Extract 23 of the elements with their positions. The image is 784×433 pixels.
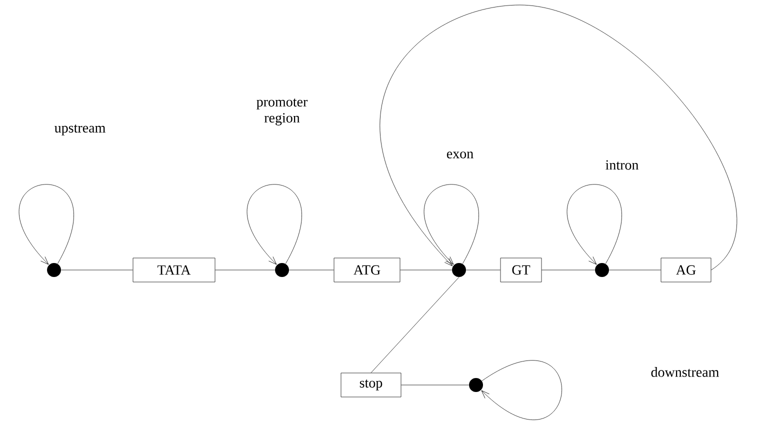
state-label: exon bbox=[446, 152, 474, 158]
loop-arrow bbox=[424, 184, 479, 265]
sequence-box: TATA bbox=[132, 258, 216, 282]
connector-line bbox=[370, 277, 460, 373]
state-dot bbox=[469, 378, 483, 392]
connector-line bbox=[401, 384, 469, 386]
state-label: promoter region bbox=[256, 98, 308, 126]
loop-arrow bbox=[380, 4, 736, 270]
state-dot bbox=[595, 263, 609, 277]
state-dot bbox=[452, 263, 466, 277]
state-dot bbox=[47, 263, 61, 277]
loop-arrow bbox=[481, 360, 562, 420]
sequence-box: stop bbox=[340, 372, 402, 398]
sequence-box: GT bbox=[500, 258, 542, 282]
state-dot bbox=[275, 263, 289, 277]
state-label: downstream bbox=[651, 367, 719, 377]
sequence-box: ATG bbox=[334, 258, 400, 282]
loop-arrow bbox=[247, 184, 302, 265]
state-label: intron bbox=[606, 160, 639, 170]
loop-arrow bbox=[19, 184, 74, 265]
sequence-box: AG bbox=[660, 258, 712, 282]
loop-arrow bbox=[567, 184, 622, 265]
state-label: upstream bbox=[54, 124, 106, 136]
